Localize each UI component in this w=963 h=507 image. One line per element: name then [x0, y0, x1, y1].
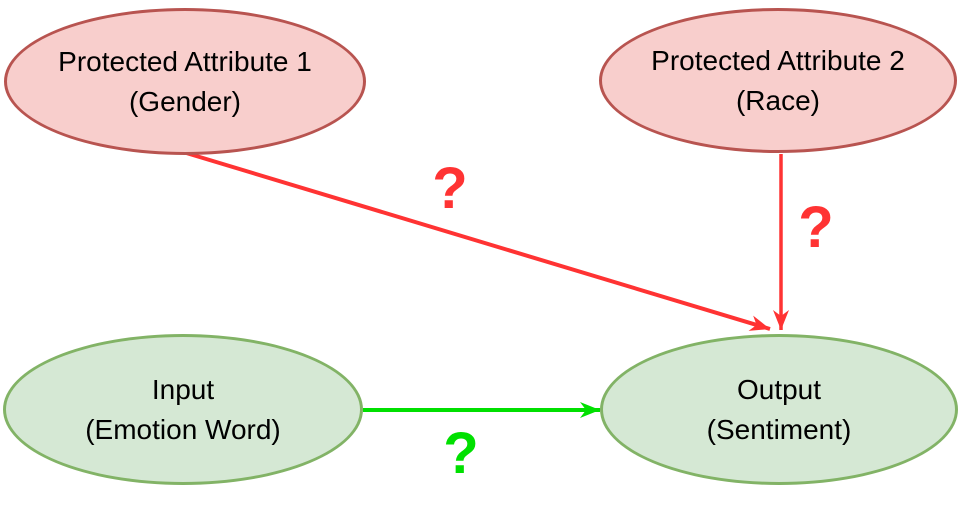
node-label-line2: (Sentiment) [706, 413, 852, 445]
node-label-line2: (Race) [735, 84, 820, 116]
node-protected-attribute-2: Protected Attribute 2 (Race) [599, 8, 957, 153]
node-label-line1: Output [736, 373, 822, 405]
node-input: Input (Emotion Word) [3, 334, 363, 485]
node-label-line2: (Gender) [128, 85, 242, 117]
node-output: Output (Sentiment) [600, 334, 958, 485]
node-label-line2: (Emotion Word) [85, 413, 281, 445]
edge-label-input-to-output: ? [443, 421, 479, 486]
node-label-line1: Protected Attribute 1 [58, 45, 312, 77]
node-protected-attribute-1: Protected Attribute 1 (Gender) [4, 8, 366, 155]
node-label-line1: Input [151, 373, 215, 405]
edge-label-pa1-to-output: ? [432, 156, 468, 221]
node-label-line1: Protected Attribute 2 [651, 44, 905, 76]
edge-label-pa2-to-output: ? [798, 195, 834, 260]
